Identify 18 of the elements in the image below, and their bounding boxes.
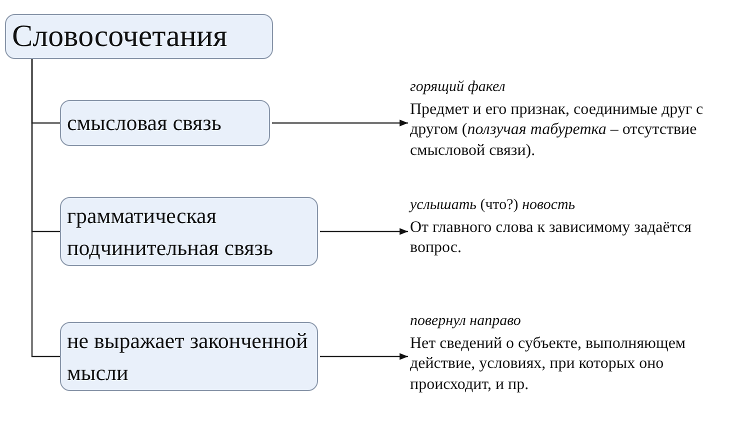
arrow — [320, 228, 408, 235]
box-label: смысловая связь — [67, 109, 222, 138]
concept-box — [60, 197, 318, 266]
explanation-text: От главного слова к зависимому задаётся вопрос. — [410, 218, 693, 258]
example-phrase: услышать (что?) новость — [410, 196, 576, 215]
box-label: Словосочетания — [12, 17, 228, 56]
box-label: не выражает законченной мысли — [67, 326, 309, 386]
example-phrase: горящий факел — [410, 78, 506, 97]
concept-box — [60, 322, 318, 391]
arrow — [272, 120, 408, 126]
box-label: грамматическая подчинительная связь — [67, 202, 274, 262]
concept-box — [60, 100, 270, 146]
heading-box — [5, 14, 273, 59]
example-phrase: повернул направо — [410, 312, 522, 331]
explanation-text: Предмет и его признак, соединимые друг с другом (ползучая табуретка – отсутствие смысловой связи). — [410, 100, 704, 162]
explanation-text: Нет сведений о субъекте, выполняющем действие, условиях, при которых оно происходит, и пр. — [410, 334, 687, 396]
connector-line — [31, 59, 60, 358]
arrow — [320, 353, 408, 360]
